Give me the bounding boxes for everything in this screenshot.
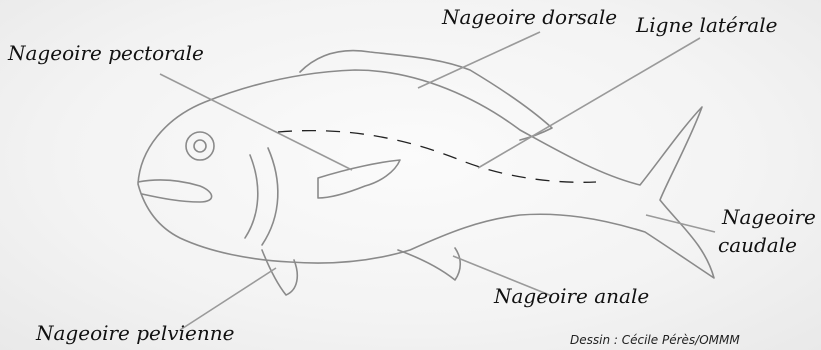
pelvic-fin [262, 250, 297, 295]
label-pelvic-fin: Nageoire pelvienne [36, 322, 234, 345]
label-anal-fin: Nageoire anale [494, 285, 649, 308]
label-pectoral-fin: Nageoire pectorale [8, 42, 204, 65]
leader-lateral [478, 38, 700, 168]
fish-body-outline [138, 70, 714, 278]
drawing-credit: Dessin : Cécile Pérès/OMMM [570, 333, 740, 347]
mouth [138, 180, 212, 202]
label-caudal-fin-line1: Nageoire [722, 206, 816, 229]
anal-fin [398, 248, 460, 280]
label-lateral-line: Ligne latérale [636, 14, 777, 37]
label-caudal-fin-line2: caudale [718, 234, 797, 257]
label-dorsal-fin: Nageoire dorsale [442, 6, 617, 29]
pectoral-fin [318, 160, 400, 198]
leader-caudal [646, 215, 715, 232]
eye-outer [186, 132, 214, 160]
eye-inner [194, 140, 206, 152]
gill-cover [262, 148, 278, 245]
gill-inner [245, 155, 258, 238]
